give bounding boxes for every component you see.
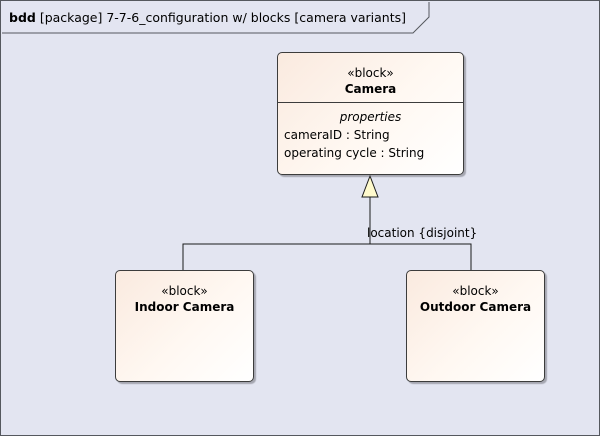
generalization-line xyxy=(182,243,472,271)
compartment-title: properties xyxy=(339,110,402,124)
block-name: Indoor Camera xyxy=(134,300,235,314)
diagram-kind: bdd xyxy=(9,10,36,25)
block-camera[interactable]: «block» Camera properties cameraID : Str… xyxy=(277,52,464,175)
block-outdoor-camera[interactable]: «block» Outdoor Camera xyxy=(406,270,545,382)
generalization-arrowhead xyxy=(361,174,379,198)
frame-header: bdd [package] 7-7-6_configuration w/ blo… xyxy=(9,10,406,25)
properties-compartment: properties cameraID : String operating c… xyxy=(278,102,463,162)
stereotype-label: «block» xyxy=(452,284,499,298)
block-name: Camera xyxy=(344,82,397,96)
stereotype-label: «block» xyxy=(161,284,208,298)
generalization-set-label: location {disjoint} xyxy=(367,226,478,240)
stereotype-label: «block» xyxy=(347,66,394,80)
diagram-title: [package] 7-7-6_configuration w/ blocks … xyxy=(39,10,406,25)
block-name: Outdoor Camera xyxy=(419,300,532,314)
frame-name-tab xyxy=(2,2,430,34)
block-indoor-camera[interactable]: «block» Indoor Camera xyxy=(115,270,254,382)
property-item: operating cycle : String xyxy=(284,146,425,160)
property-item: cameraID : String xyxy=(284,128,390,142)
